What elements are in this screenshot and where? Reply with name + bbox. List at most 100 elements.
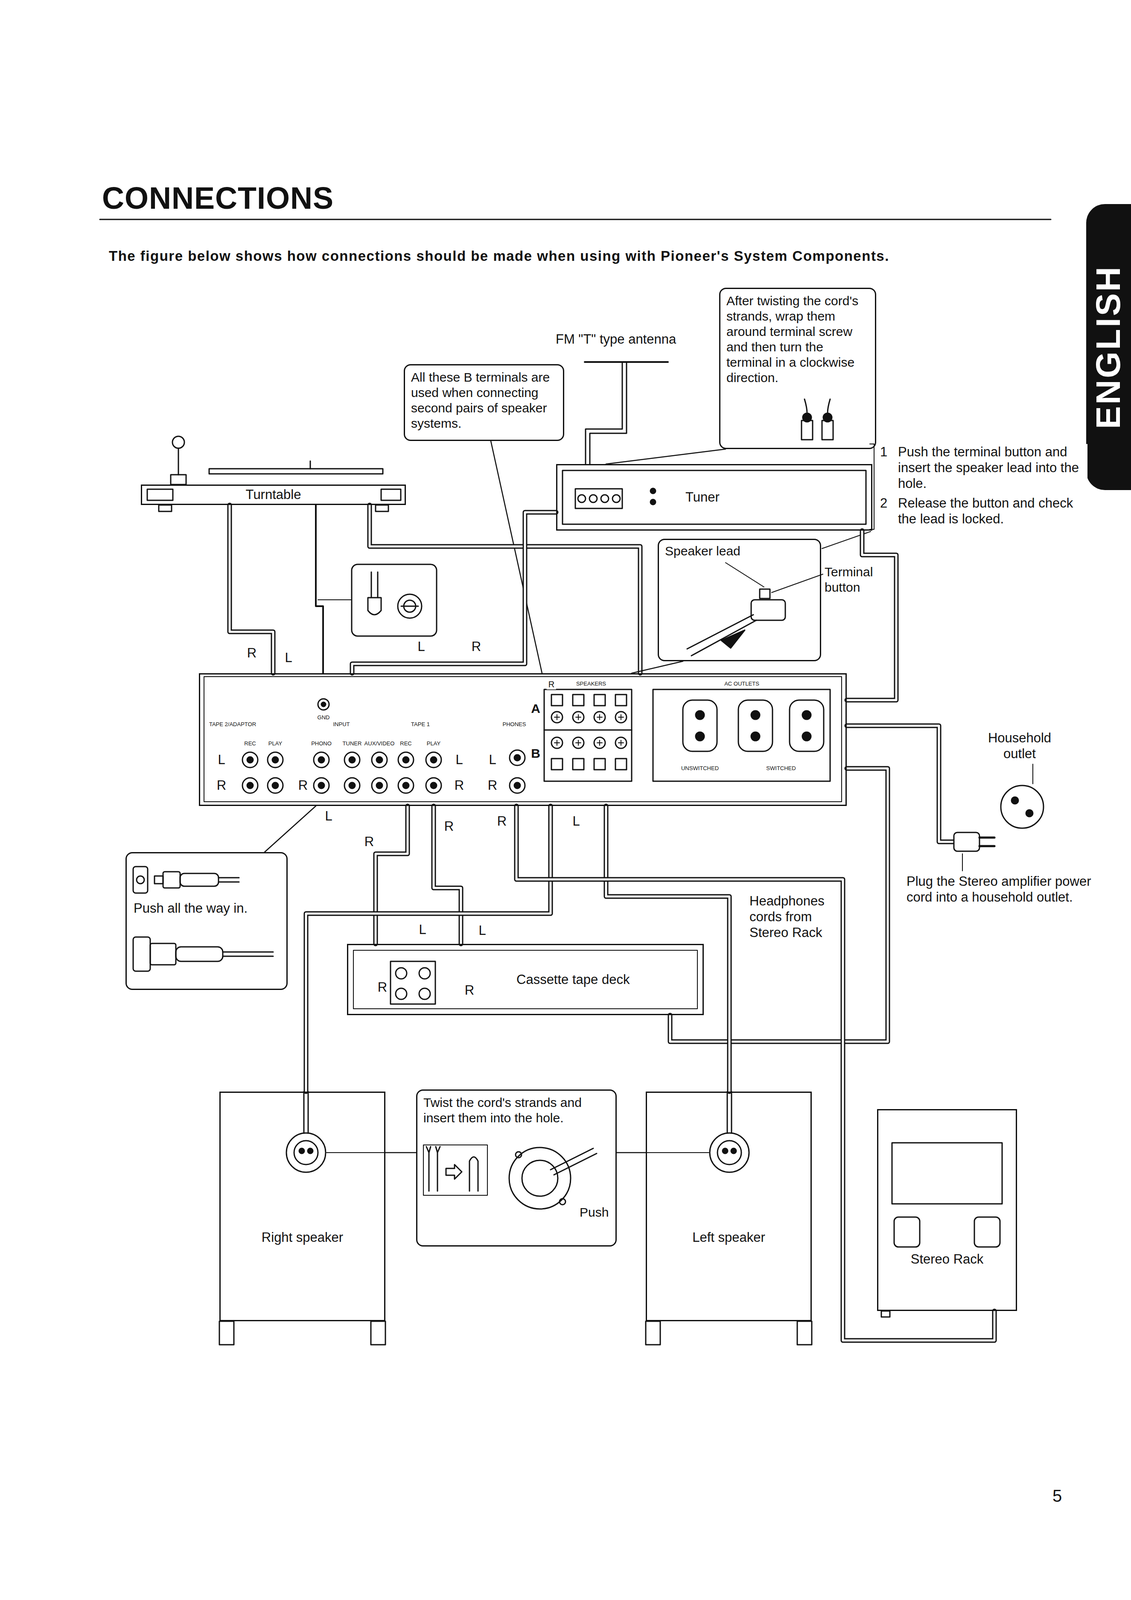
channel-letter: L [215, 751, 227, 768]
power-cord [961, 853, 963, 871]
amplifier-panel-drawing [695, 731, 705, 741]
panel-marking: UNSWITCHED [681, 764, 719, 772]
section-tab [1086, 204, 1131, 490]
node-text: Push all the way in. [133, 900, 281, 916]
amplifier-panel-drawing [349, 782, 356, 789]
channel-letter: R [245, 644, 259, 661]
speaker-terminal [370, 1320, 386, 1345]
amplifier-panel-drawing [313, 752, 330, 768]
leader-line [385, 1151, 417, 1154]
cable-core [433, 805, 461, 944]
amplifier-panel-drawing [509, 749, 525, 766]
ground-lug-detail [317, 564, 437, 636]
leader-line [616, 1151, 646, 1154]
amplifier-panel-drawing [509, 777, 525, 793]
tuner-drawing [562, 470, 866, 525]
cassette-drawing [395, 988, 407, 1000]
strand-detail [509, 1147, 571, 1209]
leader-line [385, 1152, 417, 1153]
stereo-rack-drawing [881, 1310, 890, 1317]
node-text: Push [579, 1204, 609, 1220]
strand-detail [550, 1148, 597, 1175]
cable-outline [433, 805, 461, 944]
step-number: 1 [878, 443, 890, 460]
panel-marking: SWITCHED [766, 764, 796, 772]
speaker-box: Left speaker [645, 1091, 812, 1321]
cable [306, 805, 551, 1092]
speaker-terminal [299, 1148, 305, 1154]
plug-detail [163, 871, 181, 888]
channel-letter: L [323, 807, 334, 824]
part-label: FM "T" type antenna [553, 331, 678, 347]
channel-letter: L [453, 751, 465, 768]
plug-detail [154, 875, 164, 884]
turntable-drawing [172, 436, 185, 449]
ground-wire [315, 504, 324, 674]
cable-core [846, 530, 897, 700]
note-callout: Twist the cord's strands and insert them… [416, 1089, 617, 1247]
channel-letter: R [469, 638, 483, 655]
note-callout: Speaker leadTerminal button [657, 538, 822, 662]
leader-line [264, 805, 316, 852]
speaker-terminal [326, 1151, 386, 1153]
speaker-terminal [709, 1132, 750, 1172]
panel-marking: PLAY [426, 740, 441, 747]
amplifier-panel-drawing [789, 699, 824, 752]
power-cord [1032, 763, 1034, 784]
turntable-drawing [309, 460, 312, 469]
amplifier-panel-drawing [349, 756, 356, 763]
turntable-drawing [158, 504, 172, 512]
page-title: CONNECTIONS [102, 182, 334, 214]
antenna-symbol [589, 362, 627, 464]
turntable-drawing [147, 436, 401, 512]
cable [433, 805, 461, 944]
connectors [229, 440, 995, 1341]
amplifier-panel-drawing [376, 756, 383, 763]
power-cord [953, 832, 980, 852]
amplifier-panel-drawing [751, 731, 760, 741]
stereo-rack-drawing [974, 1216, 1000, 1247]
amplifier-panel-drawing [544, 729, 632, 731]
power-cord [846, 725, 954, 842]
channel-letter: R [463, 982, 476, 998]
plug-detail [133, 866, 148, 893]
turntable-box: Turntable [140, 484, 406, 505]
speaker-terminal [286, 1132, 326, 1172]
amplifier-panel-drawing [398, 752, 414, 768]
terminal-detail [725, 562, 764, 587]
power-cord [1000, 785, 1044, 828]
ground-lug-detail [367, 571, 382, 615]
speaker-terminal [731, 1148, 737, 1154]
amplifier-panel-drawing [551, 758, 563, 770]
speaker-terminal [219, 1320, 234, 1345]
speaker-terminal [219, 1091, 812, 1345]
cable [352, 512, 557, 674]
page-number: 5 [1050, 1485, 1064, 1506]
channel-letter: R [546, 679, 557, 690]
cable-core [229, 504, 274, 674]
speaker-terminal [717, 1140, 742, 1165]
amplifier-panel-drawing [802, 710, 811, 720]
strand-detail [521, 1160, 558, 1196]
amplifier-panel-drawing [572, 758, 584, 770]
cassette-drawing [353, 950, 698, 1009]
plug-detail [133, 866, 274, 971]
node-text: Turntable [245, 486, 302, 503]
leader-line [264, 805, 316, 852]
amplifier-panel-drawing [514, 782, 521, 789]
cassette-drawing [353, 950, 698, 1009]
channel-letter: L [570, 813, 582, 829]
note-callout: All these B terminals are used when conn… [403, 364, 565, 441]
cable-outline [306, 805, 551, 1092]
cable-core [375, 805, 408, 944]
cable [375, 805, 408, 944]
tuner-drawing [650, 488, 656, 494]
tuner-drawing [650, 499, 656, 505]
cassette-drawing [395, 967, 407, 979]
amplifier-panel-drawing [594, 694, 606, 706]
amplifier-panel-drawing [318, 756, 325, 763]
speaker-box: Right speaker [219, 1091, 386, 1321]
leader-line [616, 1152, 646, 1153]
